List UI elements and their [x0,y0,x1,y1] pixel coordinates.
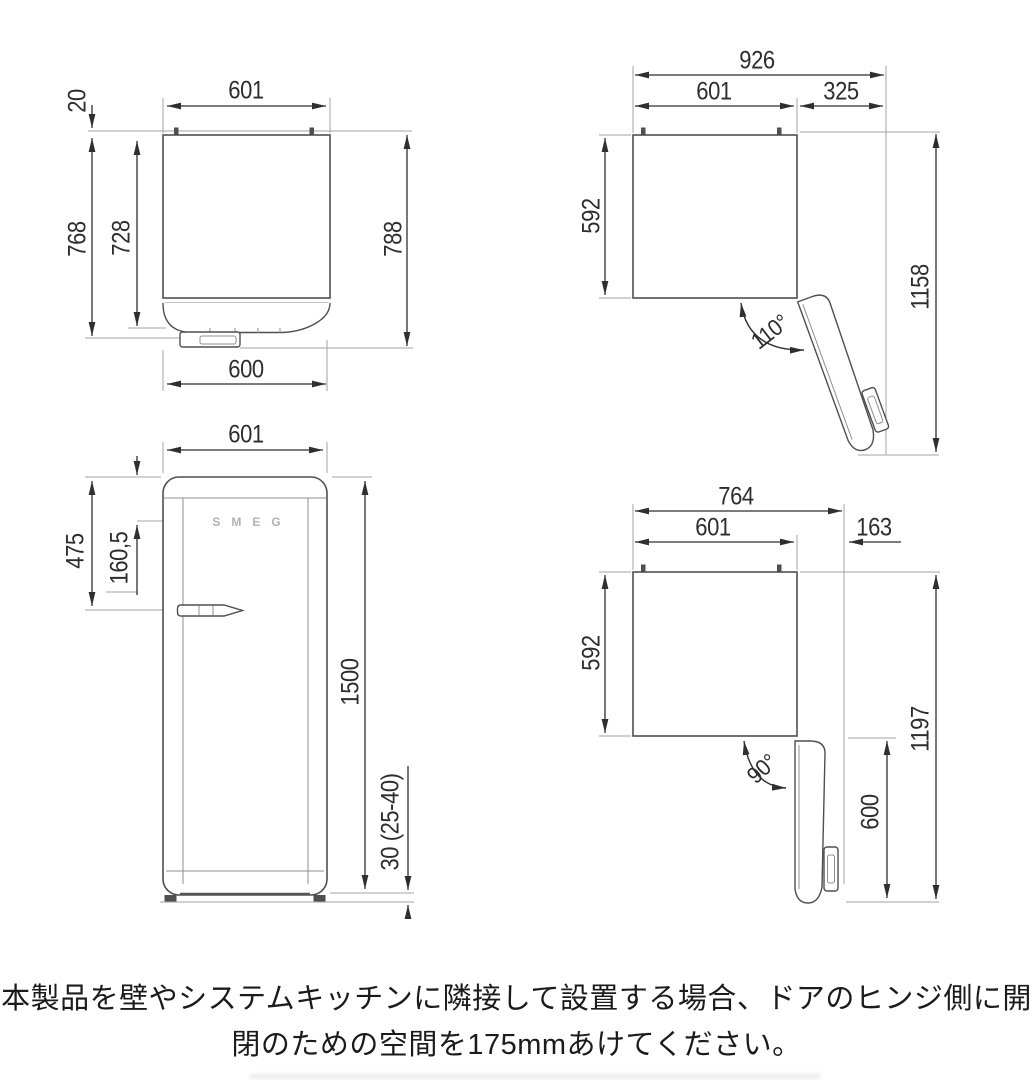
hinge-pin [777,564,782,572]
dim-label-door-swing-90: 163 [856,513,892,542]
dim-label-handle-from-top: 475 [61,533,90,569]
dim-label-overall-depth-110: 1158 [906,264,935,310]
installation-note-line1: 本製品を壁やシステムキッチンに隣接して設置する場合、ドアのヒンジ側に開 [1,983,1032,1015]
fridge-body-top-view [632,564,798,737]
door-inner-line [802,304,853,440]
fridge-body-top-view [162,127,331,348]
dim-label-depth-with-handle: 768 [63,221,92,257]
installation-note-line2: 閉のための空間を175mmあけてください。 [231,1029,802,1061]
cabinet-outline [632,571,798,737]
cabinet-outline [162,476,328,896]
cabinet-outline [632,134,798,299]
hinge-pin [641,564,646,572]
handle-grip [867,395,884,425]
handle-grip [199,335,237,345]
dim-label-door-width-90: 600 [856,794,885,830]
dim-label-depth-body: 728 [107,220,136,256]
door-outline [796,294,875,452]
dimension-lines [88,102,411,388]
fridge-body-top-view [632,127,798,299]
dim-label-wall-gap: 20 [63,89,92,113]
extension-lines [599,66,940,456]
extension-lines [599,504,940,903]
handle-detail [198,605,214,616]
fridge-front [162,476,328,902]
dim-label-logo-from-top: 160,5 [105,531,134,585]
door-open-90 [794,740,839,904]
dimension-lines [88,446,412,919]
view-front [85,442,414,919]
cropped-text-remnant [250,1074,820,1079]
cabinet-outline [162,134,331,299]
handle-top-view [179,331,241,348]
door-handle [823,846,839,892]
door-swing-arc-110 [739,302,805,354]
hinge-pin [777,127,782,135]
dim-label-depth-total: 788 [379,221,408,257]
door-handle-front [176,604,245,617]
dim-label-overall-width-90: 764 [718,482,754,511]
hinge-pin [309,127,314,135]
dim-label-overall-depth-90: 1197 [906,706,935,752]
door-edge-ticks [209,328,281,333]
extension-lines [85,98,413,391]
dim-label-body-width-90: 601 [695,513,731,542]
dimension-lines [601,71,940,452]
handle-grip [827,854,835,884]
door-open-110 [796,294,890,452]
dim-label-body-width-110: 601 [696,77,732,106]
dim-label-height: 1500 [336,658,365,706]
door-front-curve [162,302,331,334]
dim-label-width-top: 601 [228,76,264,105]
dim-label-body-depth-90: 592 [577,635,606,671]
foot [313,895,326,902]
dim-label-body-depth-110: 592 [577,198,606,234]
dim-label-overall-width-110: 926 [739,46,775,75]
foot [164,895,177,902]
view-top-closed [85,98,413,391]
door-handle [861,386,890,433]
door-swing-arc-90 [742,740,787,791]
door-outline [794,740,826,904]
hinge-pin [641,127,646,135]
view-top-open-90 [599,504,940,904]
dim-label-width-door: 600 [228,355,264,384]
dim-label-door-swing-110: 325 [823,77,859,106]
dim-label-feet-height: 30 (25-40) [376,773,405,871]
dim-label-front-width: 601 [228,420,264,449]
smeg-logo: SMEG [212,515,292,529]
view-top-open-110 [599,66,940,456]
hinge-pin [174,127,179,135]
dimension-lines [601,507,940,899]
